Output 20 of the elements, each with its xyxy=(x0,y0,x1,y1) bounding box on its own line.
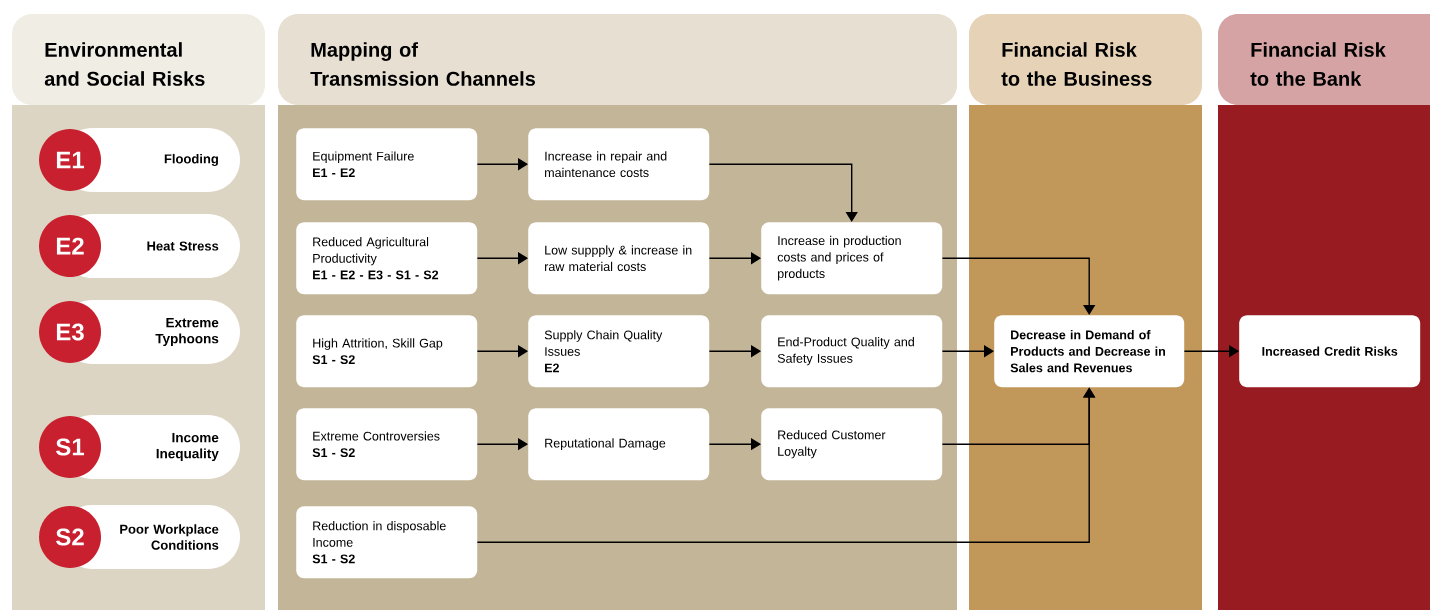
process-box: Reduced Customer Loyalty xyxy=(761,408,943,481)
column-header: Financial Risk to the Bank xyxy=(1218,14,1430,105)
process-box: Low suppply & increase in raw material costs xyxy=(528,222,710,295)
column-header: Financial Risk to the Business xyxy=(969,14,1202,105)
process-box: Supply Chain Quality Issues E2 xyxy=(528,315,710,388)
process-box: Reputational Damage xyxy=(528,408,710,481)
process-box: Reduced Agricultural Productivity E1 - E2 - E3 - S1 - S2 xyxy=(296,222,478,295)
column-header: Mapping of Transmission Channels xyxy=(278,14,957,105)
process-box: Increased Credit Risks xyxy=(1239,315,1421,388)
process-box: Increase in production costs and prices of products xyxy=(761,222,943,295)
process-box: High Attrition, Skill Gap S1 - S2 xyxy=(296,315,478,388)
process-box: Decrease in Demand of Products and Decrease in Sales and Revenues xyxy=(994,315,1185,388)
process-box: Extreme Controversies S1 - S2 xyxy=(296,408,478,481)
arrow xyxy=(708,163,858,222)
process-box: Reduction in disposable Income S1 - S2 xyxy=(296,506,478,579)
arrow xyxy=(941,257,1096,315)
column-header: Environmental and Social Risks xyxy=(12,14,265,105)
process-box: Increase in repair and maintenance costs xyxy=(528,128,710,201)
process-box: Equipment Failure E1 - E2 xyxy=(296,128,478,201)
process-box: End-Product Quality and Safety Issues xyxy=(761,315,943,388)
